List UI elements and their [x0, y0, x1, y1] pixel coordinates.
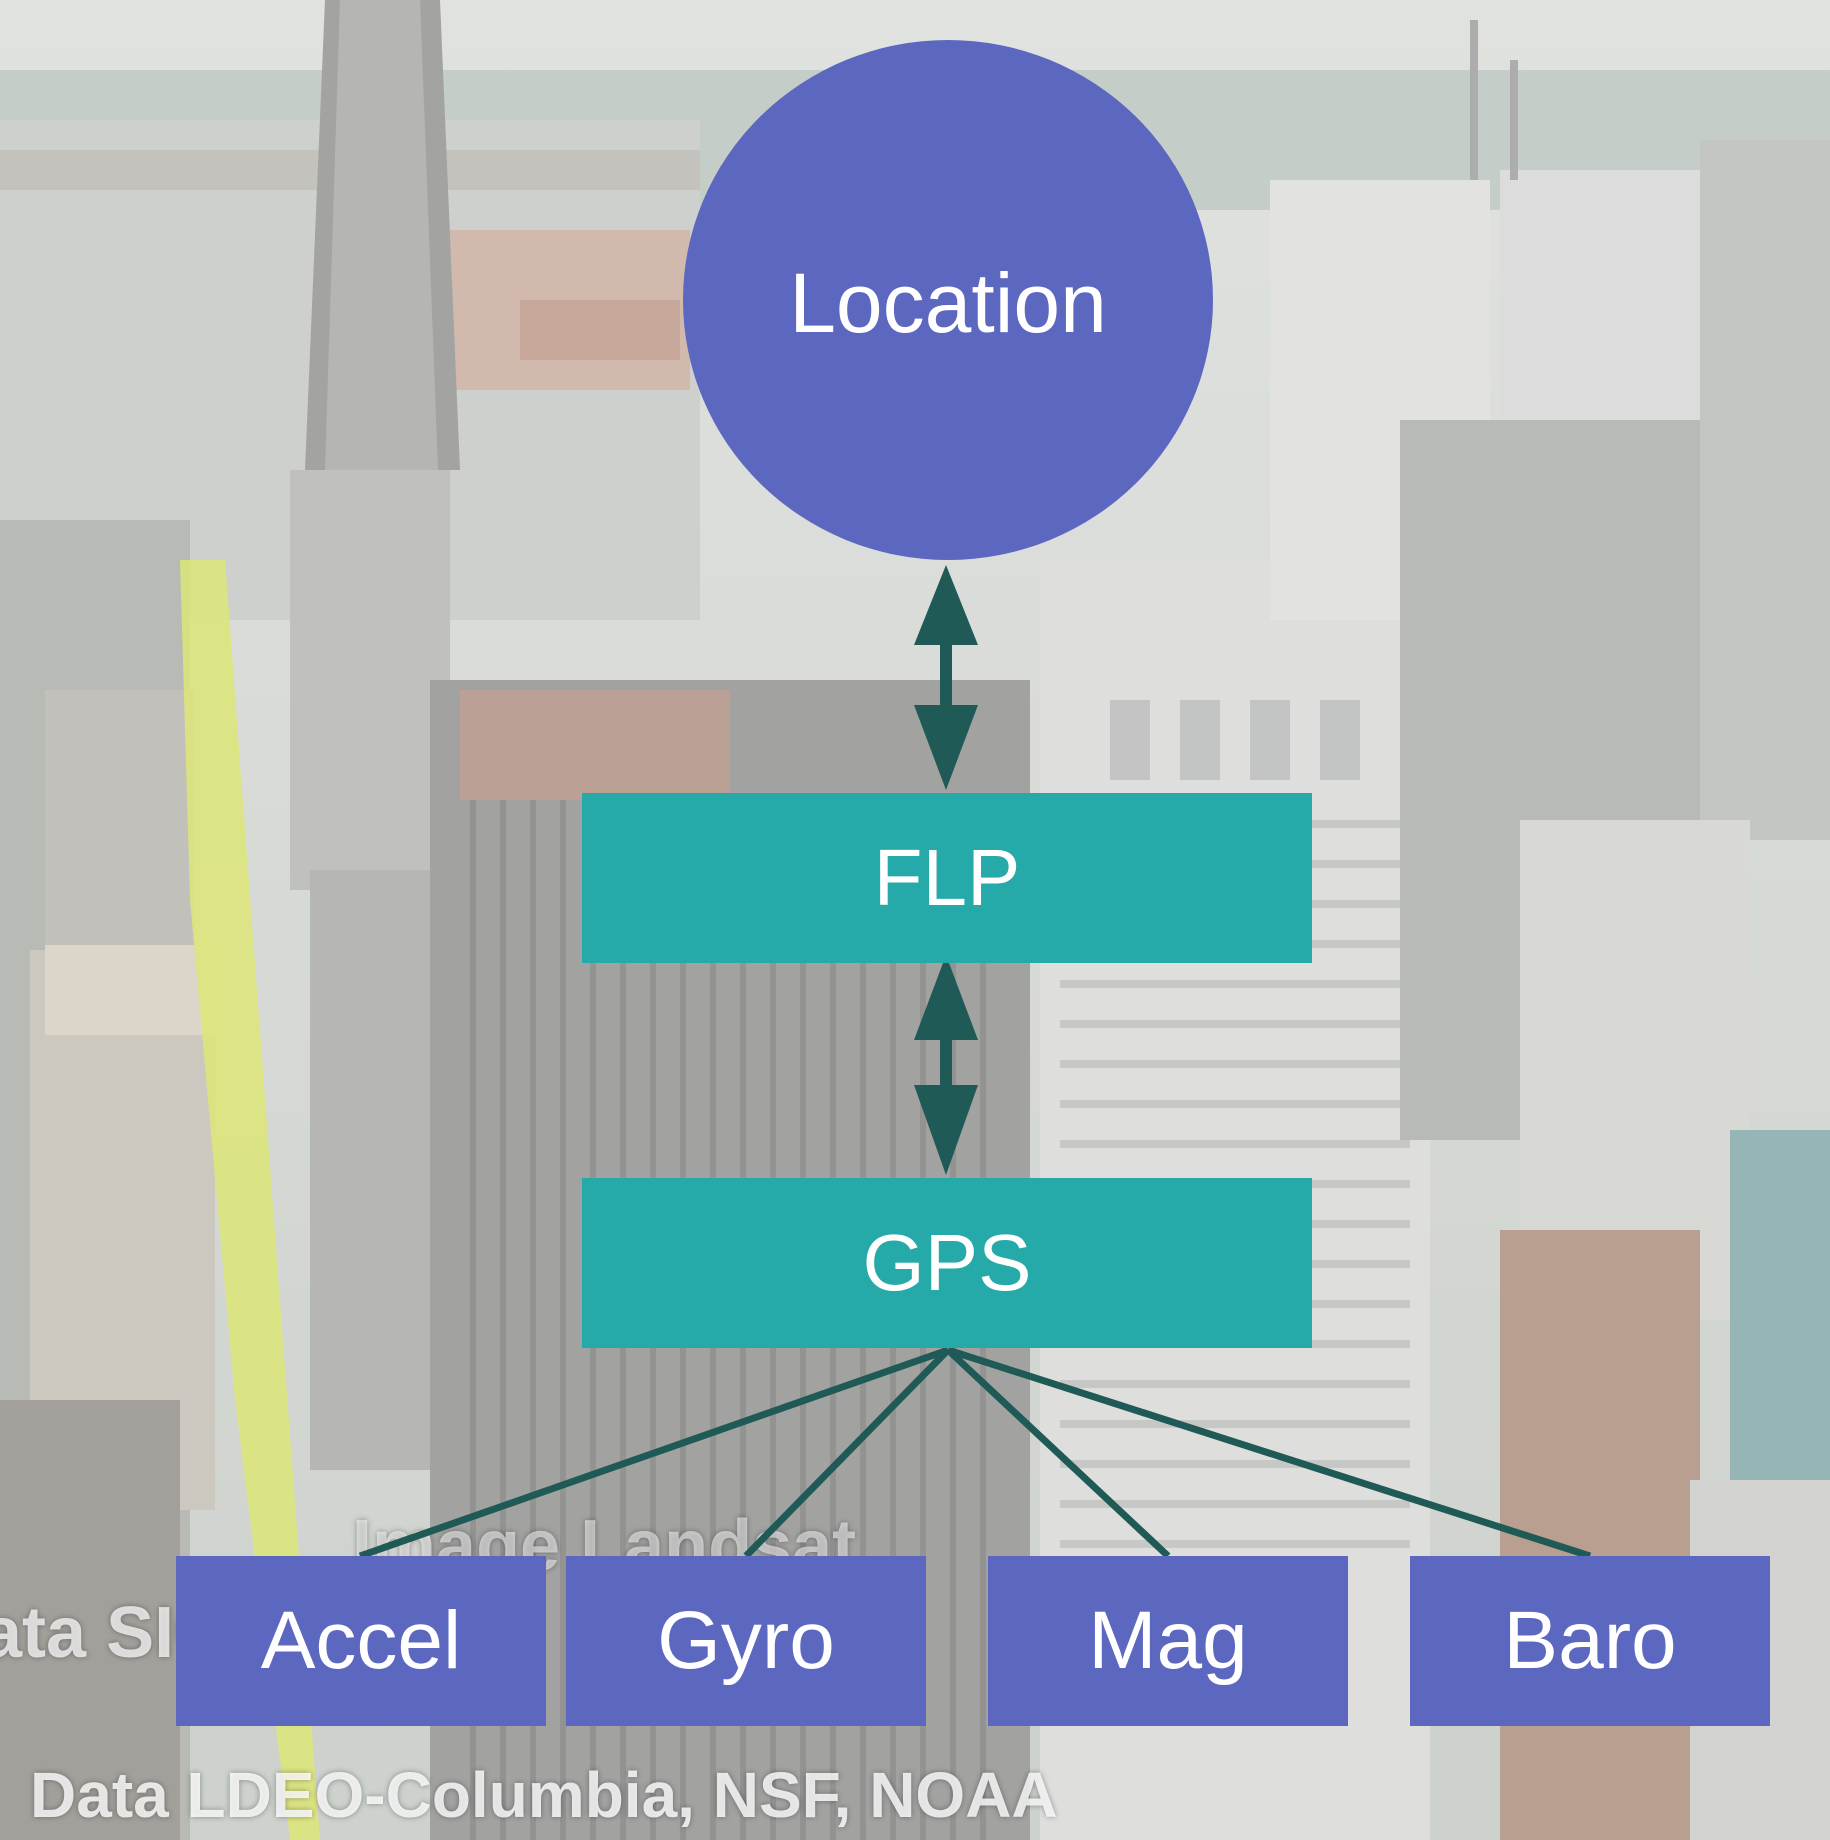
accel-sensor-node: Accel [176, 1556, 546, 1726]
accel-label: Accel [260, 1595, 462, 1686]
flp-label: FLP [873, 833, 1021, 922]
gps-node: GPS [582, 1178, 1312, 1348]
gyro-sensor-node: Gyro [566, 1556, 926, 1726]
mag-label: Mag [1088, 1595, 1248, 1686]
location-label: Location [789, 255, 1107, 350]
baro-label: Baro [1503, 1595, 1677, 1686]
data-sources-credit-text: Data LDEO-Columbia, NSF, NOAA [30, 1759, 1058, 1831]
location-node: Location [683, 40, 1213, 560]
mag-sensor-node: Mag [988, 1556, 1348, 1726]
flp-node: FLP [582, 793, 1312, 963]
gps-label: GPS [862, 1218, 1032, 1307]
baro-sensor-node: Baro [1410, 1556, 1770, 1726]
gyro-label: Gyro [657, 1595, 835, 1686]
